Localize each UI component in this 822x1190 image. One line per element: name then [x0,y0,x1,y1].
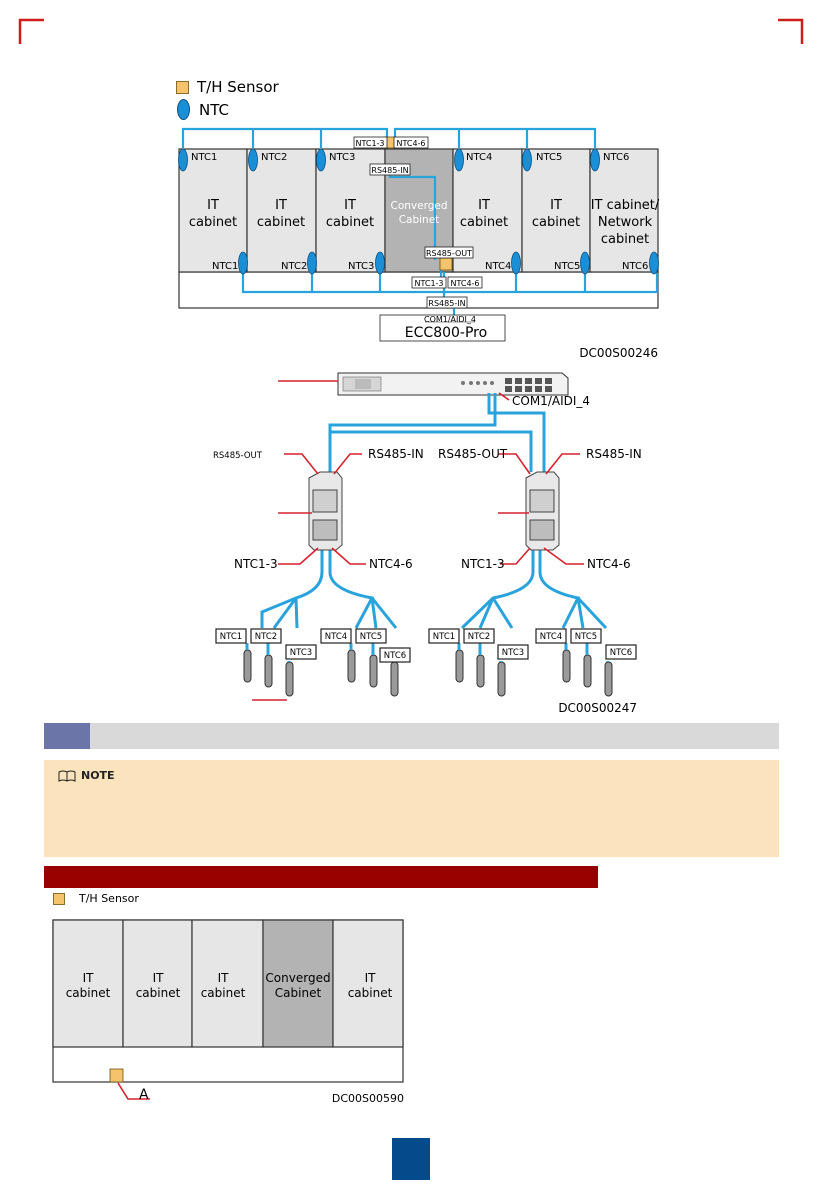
legend-sensor: T/H Sensor [176,78,279,96]
ecc800-unit [337,372,569,396]
bottom-ntc-label: NTC3 [348,261,374,272]
right-rs485-out: RS485-OUT [438,447,508,461]
marker-a: A [139,1087,149,1103]
com-port-label: COM1/AIDI_4 [512,394,590,408]
top-ntc-label: NTC3 [329,152,355,163]
ntc-tag: NTC5 [360,632,382,642]
page-number-badge [392,1138,430,1180]
subheading-bar [44,866,598,888]
figure-code: DC00S00247 [558,701,637,715]
ntc-tag: NTC2 [468,632,490,642]
note-header: NOTE [58,769,115,782]
legend-ntc-label: NTC [199,100,229,119]
fig3-legend: T/H Sensor [53,892,139,905]
port-ntc46-bottom: NTC4-6 [450,279,479,288]
ntc-tag: NTC4 [540,632,562,642]
port-ntc13-top: NTC1-3 [355,139,384,148]
port-rs485-in-top: RS485-IN [371,166,408,175]
sensor-position-a [109,1068,124,1083]
legend-ntc: NTC [177,99,229,120]
ntc-icon [177,99,190,120]
bottom-ntc-label: NTC1 [212,261,238,272]
ntc-tag: NTC1 [433,632,455,642]
bottom-ntc-label: NTC5 [554,261,580,272]
wiring-figure: NTC1 NTC2 NTC3 NTC4 NTC5 NTC6 NTC1 NTC2 … [213,372,642,715]
ntc-tag: NTC2 [255,632,277,642]
left-rs485-out: RS485-OUT [213,451,263,461]
ntc-tag: NTC6 [610,648,632,658]
right-ntc13: NTC1-3 [461,557,505,571]
sensor-icon [176,80,189,94]
ntc-tag: NTC5 [575,632,597,642]
top-ntc-label: NTC1 [191,152,217,163]
top-ntc-label: NTC5 [536,152,562,163]
section-number-block [44,723,90,749]
bottom-ntc-label: NTC6 [622,261,648,272]
right-ntc46: NTC4-6 [587,557,631,571]
port-rs485-out: RS485-OUT [426,249,472,258]
port-ntc46-top: NTC4-6 [396,139,425,148]
bottom-ntc-label: NTC2 [281,261,307,272]
section-heading-bar [44,723,779,749]
corner-mark-top-right [778,18,804,44]
port-ntc13-bottom: NTC1-3 [414,279,443,288]
figure-code: DC00S00590 [332,1092,404,1105]
port-com: COM1/AIDI_4 [424,315,476,324]
ntc-tag: NTC3 [502,648,524,658]
cabinet-layout-figure: NTC1 NTC2 NTC3 NTC4 NTC5 NTC6 NTC1 NTC2 … [178,127,660,360]
note-box: NOTE [44,760,779,857]
left-rs485-in: RS485-IN [368,447,424,461]
ntc-tag: NTC4 [325,632,347,642]
legend-sensor-label: T/H Sensor [197,78,279,96]
ntc-tag: NTC3 [290,648,312,658]
ntc-tag: NTC6 [384,651,406,661]
bottom-ntc-label: NTC4 [485,261,511,272]
top-ntc-label: NTC4 [466,152,492,163]
port-rs485-in-bottom: RS485-IN [428,299,465,308]
right-rs485-in: RS485-IN [586,447,642,461]
bottom-sensor [439,257,453,271]
top-ntc-label: NTC2 [261,152,287,163]
collector-left [308,471,343,551]
ecc-label: ECC800-Pro [405,325,487,341]
collector-right [525,471,560,551]
left-ntc46: NTC4-6 [369,557,413,571]
corner-mark-top-left [18,18,44,44]
top-ntc-label: NTC6 [603,152,629,163]
ntc-tag: NTC1 [220,632,242,642]
book-icon [58,770,76,782]
left-ntc13: NTC1-3 [234,557,278,571]
sensor-icon [53,892,65,905]
figure-code: DC00S00246 [579,346,658,360]
fig3-legend-label: T/H Sensor [79,892,139,905]
note-label: NOTE [81,769,115,782]
